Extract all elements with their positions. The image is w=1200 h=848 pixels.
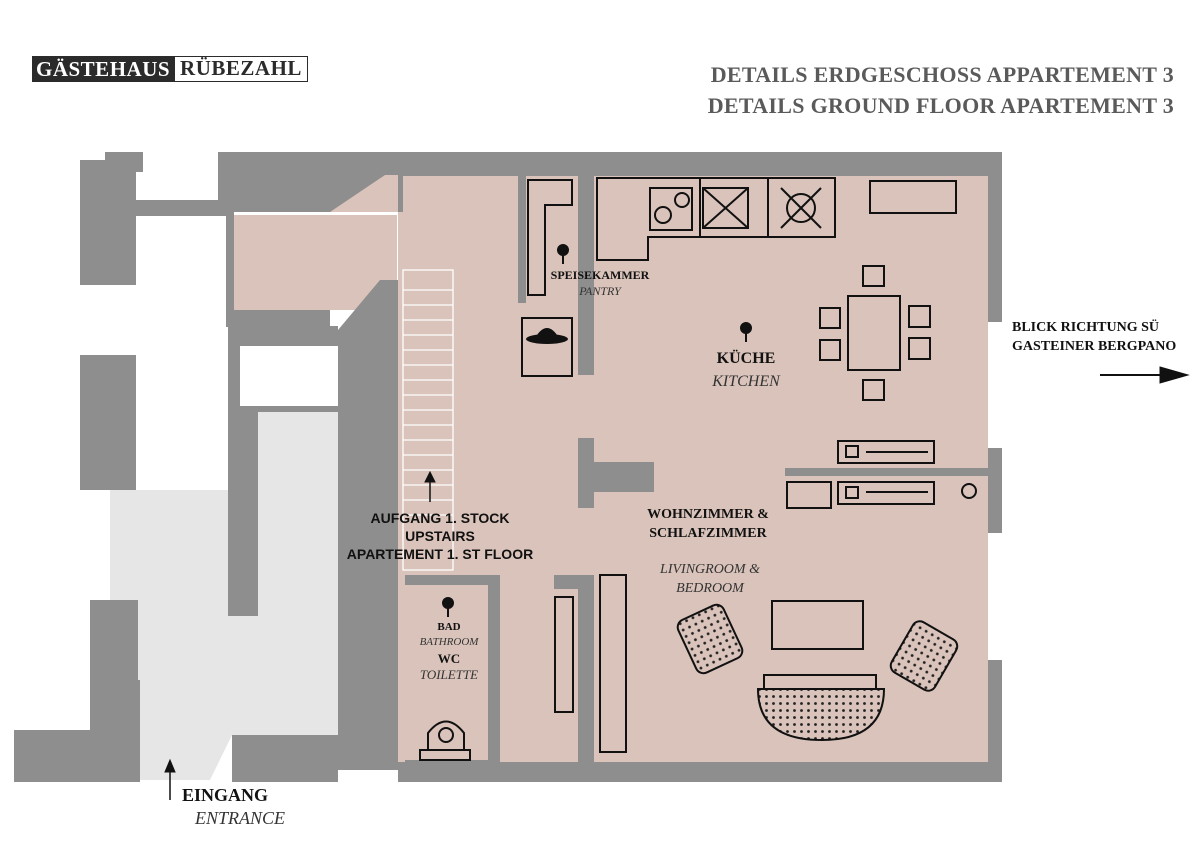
location-pins bbox=[442, 244, 752, 617]
living-label-de1: WOHNZIMMER & bbox=[647, 507, 769, 522]
staircase bbox=[402, 269, 454, 571]
bath-label-en: BATHROOM bbox=[419, 636, 479, 648]
stairs-arrow-icon bbox=[424, 470, 436, 502]
brand-part1: GÄSTEHAUS bbox=[32, 56, 175, 82]
stairs-label-line2: UPSTAIRS bbox=[405, 528, 475, 544]
entrance-label-de: EINGANG bbox=[181, 785, 268, 805]
living-label-en2: BEDROOM bbox=[676, 581, 744, 596]
page-title-de: DETAILS ERDGESCHOSS APPARTEMENT 3 bbox=[710, 62, 1174, 87]
view-label-line2: GASTEINER BERGPANO bbox=[1012, 339, 1177, 354]
view-direction-label: BLICK RICHTUNG SÜ GASTEINER BERGPANO bbox=[1012, 318, 1176, 356]
wc-label-en: TOILETTE bbox=[419, 667, 479, 682]
living-label-en1: LIVINGROOM & bbox=[660, 562, 760, 577]
brand-part2: RÜBEZAHL bbox=[174, 56, 308, 82]
wc-label-de: WC bbox=[437, 651, 461, 666]
pantry-label-de: SPEISEKAMMER bbox=[550, 268, 650, 282]
kitchen-furniture bbox=[419, 177, 977, 761]
sink-icon bbox=[526, 328, 568, 344]
pantry-label-en: PANTRY bbox=[579, 284, 621, 298]
entrance-corridor bbox=[110, 410, 338, 780]
entrance-arrow-icon bbox=[164, 758, 176, 800]
stairs-label-line3: APARTEMENT 1. ST FLOOR bbox=[346, 546, 534, 562]
kitchen-label-de: KÜCHE bbox=[716, 350, 776, 367]
brand-logo: GÄSTEHAUS RÜBEZAHL bbox=[32, 56, 308, 82]
walls bbox=[14, 152, 1002, 782]
kitchen-label-en: KITCHEN bbox=[712, 373, 780, 390]
view-arrow-icon bbox=[1100, 366, 1190, 384]
living-label-de2: SCHLAFZIMMER bbox=[649, 526, 767, 541]
dotted-seating bbox=[676, 603, 959, 742]
view-label-line1: BLICK RICHTUNG SÜ bbox=[1012, 320, 1160, 335]
bath-label-de: BAD bbox=[437, 621, 461, 633]
stairs-label-line1: AUFGANG 1. STOCK bbox=[370, 510, 510, 526]
entrance-label-en: ENTRANCE bbox=[194, 808, 285, 828]
page-title-en: DETAILS GROUND FLOOR APARTEMENT 3 bbox=[707, 93, 1174, 118]
